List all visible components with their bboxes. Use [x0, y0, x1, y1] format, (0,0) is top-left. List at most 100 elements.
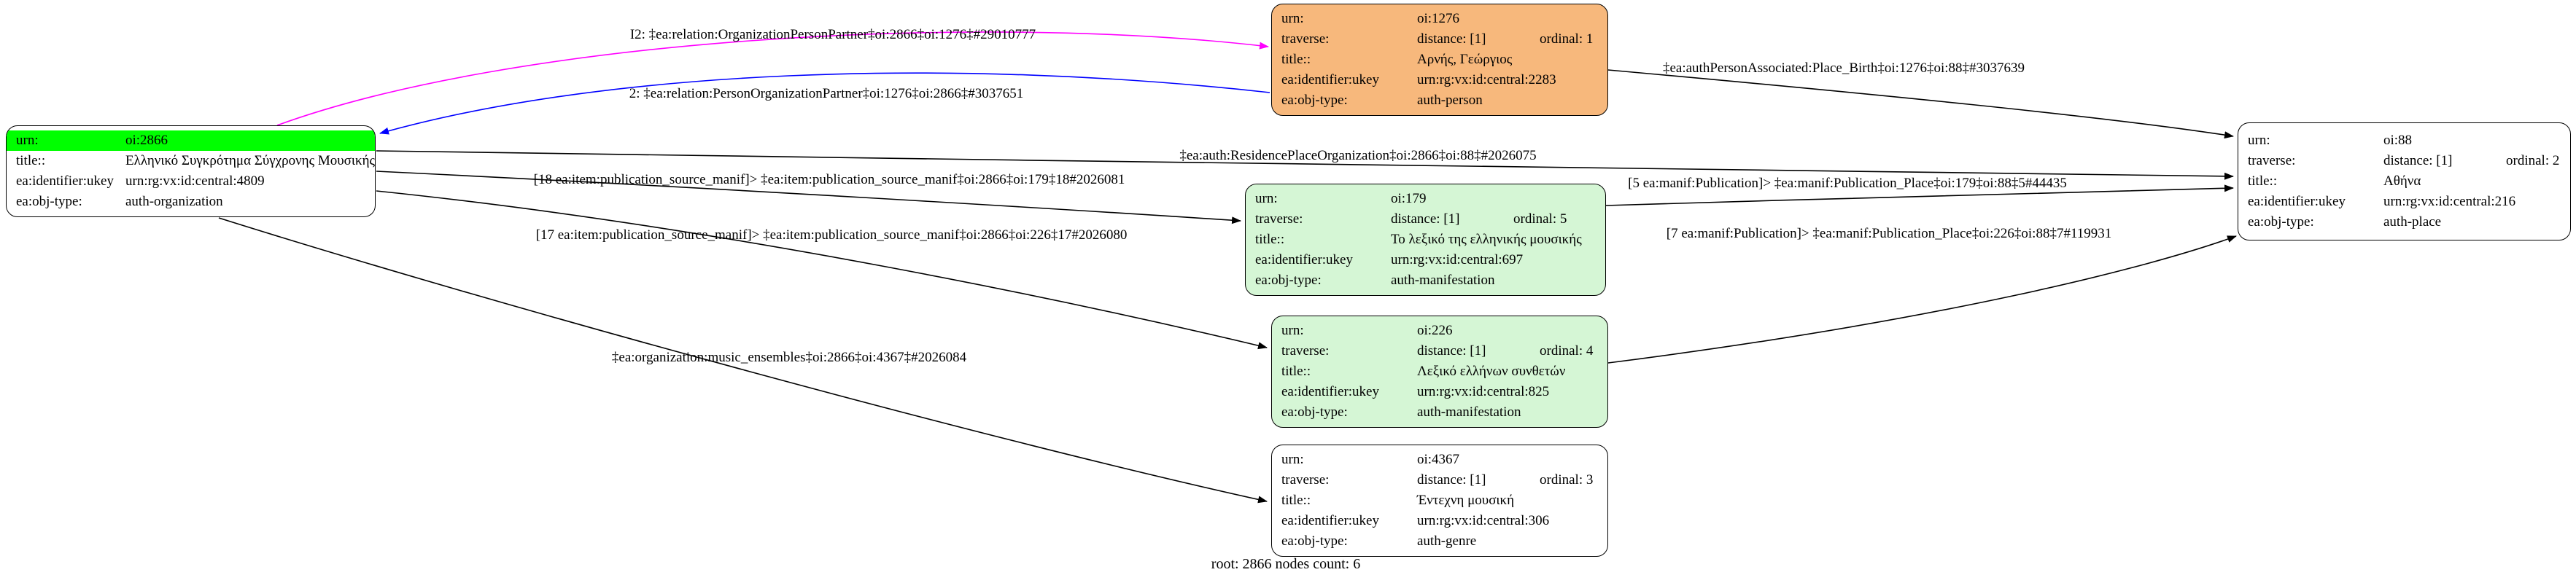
field-value: urn:rg:vx:id:central:4809: [125, 173, 265, 189]
node-row: ea:obj-type: auth-genre: [1272, 531, 1607, 552]
node-row: ea:identifier:ukey urn:rg:vx:id:central:…: [1272, 511, 1607, 531]
field-value: distance: [1] ordinal: 3: [1417, 470, 1593, 490]
node-row: ea:identifier:ukey urn:rg:vx:id:central:…: [7, 171, 375, 192]
field-value: urn:rg:vx:id:central:306: [1417, 513, 1550, 528]
edge-label-org-person: I2: ‡ea:relation:OrganizationPersonPartn…: [629, 27, 1036, 42]
node-row: ea:identifier:ukey urn:rg:vx:id:central:…: [1246, 250, 1605, 270]
traverse-distance: distance: [1]: [1391, 211, 1460, 227]
field-key: ea:identifier:ukey: [1281, 513, 1379, 528]
node-genre-4367: urn: oi:4367 traverse: distance: [1] ord…: [1271, 445, 1608, 557]
edge-person-org: [379, 72, 1270, 135]
field-key: ea:obj-type:: [1281, 533, 1348, 549]
node-row: ea:obj-type: auth-person: [1272, 90, 1607, 111]
node-row: title:: Ελληνικό Συγκρότημα Σύγχρονης Μο…: [7, 151, 375, 171]
field-key: title::: [2248, 173, 2278, 189]
node-row: urn: oi:1276: [1272, 9, 1607, 29]
traverse-ordinal: ordinal: 2: [2506, 153, 2560, 168]
field-key: ea:identifier:ukey: [16, 173, 114, 189]
edge-label-org-place: ‡ea:auth:ResidencePlaceOrganization‡oi:2…: [1179, 148, 1537, 163]
edge-org-person: [276, 31, 1269, 126]
traverse-ordinal: ordinal: 1: [1540, 31, 1594, 47]
field-key: ea:identifier:ukey: [2248, 194, 2346, 209]
edge-person-place: [1607, 69, 2234, 139]
edge-label-manif179-place: [5 ea:manif:Publication]> ‡ea:manif:Publ…: [1628, 176, 2067, 191]
edge-label-person-org: 2: ‡ea:relation:PersonOrganizationPartne…: [629, 86, 1024, 101]
field-value: Ελληνικό Συγκρότημα Σύγχρονης Μουσικής: [125, 153, 376, 168]
field-key: traverse:: [1281, 343, 1330, 359]
node-manifestation-226: urn: oi:226 traverse: distance: [1] ordi…: [1271, 316, 1608, 428]
node-row: ea:identifier:ukey urn:rg:vx:id:central:…: [1272, 70, 1607, 90]
field-value: auth-manifestation: [1391, 273, 1495, 288]
node-row: title:: Λεξικό ελλήνων συνθετών: [1272, 361, 1607, 382]
field-value: Αθήνα: [2383, 173, 2421, 189]
field-key: ea:identifier:ukey: [1255, 252, 1353, 267]
field-key: traverse:: [1281, 472, 1330, 488]
field-key: ea:identifier:ukey: [1281, 72, 1379, 87]
field-key: urn:: [16, 133, 39, 148]
field-key: ea:obj-type:: [1281, 404, 1348, 420]
edge-label-org-manif226: [17 ea:item:publication_source_manif]> ‡…: [535, 227, 1128, 243]
edge-org-genre: [218, 217, 1268, 504]
field-key: urn:: [1281, 323, 1304, 338]
field-value: urn:rg:vx:id:central:697: [1391, 252, 1524, 267]
edge-org-manif226: [376, 190, 1268, 350]
edge-label-person-place: ‡ea:authPersonAssociated:Place_Birth‡oi:…: [1662, 60, 2025, 76]
traverse-ordinal: ordinal: 3: [1540, 472, 1594, 488]
field-value: auth-organization: [125, 194, 223, 209]
field-value: oi:2866: [125, 133, 168, 148]
edge-label-manif226-place: [7 ea:manif:Publication]> ‡ea:manif:Publ…: [1666, 226, 2112, 241]
field-value: Έντεχνη μουσική: [1417, 493, 1515, 508]
edge-label-org-genre: ‡ea:organization:music_ensembles‡oi:2866…: [611, 350, 967, 365]
field-value: oi:179: [1391, 191, 1427, 206]
field-value: urn:rg:vx:id:central:2283: [1417, 72, 1556, 87]
edge-org-manif179: [376, 171, 1241, 224]
node-row: title:: Το λεξικό της ελληνικής μουσικής: [1246, 230, 1605, 250]
node-row: title:: Αθήνα: [2238, 171, 2570, 192]
field-key: urn:: [2248, 133, 2270, 148]
traverse-ordinal: ordinal: 5: [1513, 211, 1567, 227]
node-row: ea:obj-type: auth-place: [2238, 212, 2570, 232]
node-org-2866: urn: oi:2866 title:: Ελληνικό Συγκρότημα…: [6, 125, 376, 217]
field-value: auth-person: [1417, 93, 1483, 108]
field-value: urn:rg:vx:id:central:825: [1417, 384, 1550, 399]
field-value: distance: [1] ordinal: 5: [1391, 209, 1567, 230]
node-row: title:: Έντεχνη μουσική: [1272, 490, 1607, 511]
traverse-distance: distance: [1]: [1417, 472, 1486, 488]
node-row: urn: oi:2866: [7, 130, 375, 151]
field-value: urn:rg:vx:id:central:216: [2383, 194, 2516, 209]
edge-label-org-manif179: [18 ea:item:publication_source_manif]> ‡…: [533, 172, 1125, 187]
field-value: distance: [1] ordinal: 4: [1417, 341, 1593, 361]
node-row: traverse: distance: [1] ordinal: 2: [2238, 151, 2570, 171]
field-key: ea:obj-type:: [1281, 93, 1348, 108]
node-row: title:: Αρνής, Γεώργιος: [1272, 50, 1607, 70]
node-row: urn: oi:226: [1272, 321, 1607, 341]
field-value: auth-place: [2383, 214, 2442, 230]
field-key: ea:obj-type:: [16, 194, 82, 209]
node-row: ea:identifier:ukey urn:rg:vx:id:central:…: [1272, 382, 1607, 402]
traverse-distance: distance: [1]: [1417, 31, 1486, 47]
field-value: oi:88: [2383, 133, 2413, 148]
node-row: traverse: distance: [1] ordinal: 4: [1272, 341, 1607, 361]
field-key: ea:obj-type:: [1255, 273, 1322, 288]
node-row: traverse: distance: [1] ordinal: 5: [1246, 209, 1605, 230]
node-person-1276: urn: oi:1276 traverse: distance: [1] ord…: [1271, 4, 1608, 116]
field-key: ea:identifier:ukey: [1281, 384, 1379, 399]
node-row: ea:obj-type: auth-organization: [7, 192, 375, 212]
node-manifestation-179: urn: oi:179 traverse: distance: [1] ordi…: [1245, 184, 1606, 296]
field-value: distance: [1] ordinal: 2: [2383, 151, 2559, 171]
field-key: urn:: [1281, 452, 1304, 467]
traverse-distance: distance: [1]: [2383, 153, 2453, 168]
field-key: title::: [1281, 52, 1311, 67]
field-value: Αρνής, Γεώργιος: [1417, 52, 1513, 67]
field-key: traverse:: [1281, 31, 1330, 47]
field-key: title::: [1281, 364, 1311, 379]
field-value: oi:226: [1417, 323, 1453, 338]
field-value: oi:1276: [1417, 11, 1460, 26]
field-value: distance: [1] ordinal: 1: [1417, 29, 1593, 50]
node-row: ea:obj-type: auth-manifestation: [1246, 270, 1605, 291]
traverse-ordinal: ordinal: 4: [1540, 343, 1594, 359]
edge-manif226-place: [1607, 235, 2237, 364]
field-key: title::: [16, 153, 46, 168]
